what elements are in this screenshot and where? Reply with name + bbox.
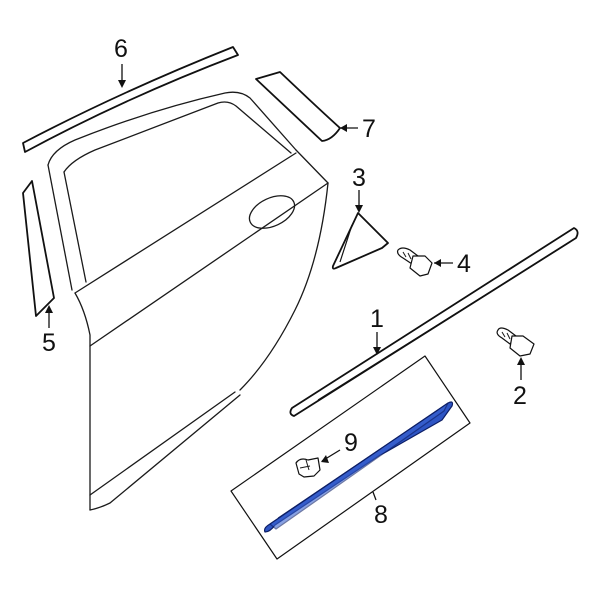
callout-7[interactable]: 7	[362, 115, 376, 143]
callout-1[interactable]: 1	[370, 305, 384, 333]
part-5-front-pillar-applique[interactable]	[22, 180, 55, 317]
part-1-belt-molding[interactable]	[289, 227, 579, 417]
part-8-kit-box	[230, 355, 471, 560]
part-4-clip[interactable]	[396, 247, 433, 277]
rear-door-outline	[47, 91, 329, 511]
callout-3[interactable]: 3	[352, 164, 366, 192]
part-9-molding-clip[interactable]	[295, 457, 321, 478]
part-2-clip[interactable]	[496, 327, 535, 357]
callout-4[interactable]: 4	[457, 250, 471, 278]
callout-2[interactable]: 2	[513, 382, 527, 410]
part-6-upper-frame-molding[interactable]	[22, 46, 239, 153]
callout-5[interactable]: 5	[42, 329, 56, 357]
callout-9[interactable]: 9	[344, 429, 358, 457]
part-8-lower-door-molding[interactable]	[263, 401, 454, 533]
part-3-triangle-applique[interactable]	[331, 212, 389, 270]
callout-8[interactable]: 8	[374, 501, 388, 529]
part-7-rear-pillar-applique[interactable]	[255, 71, 341, 142]
callout-6[interactable]: 6	[114, 35, 128, 63]
